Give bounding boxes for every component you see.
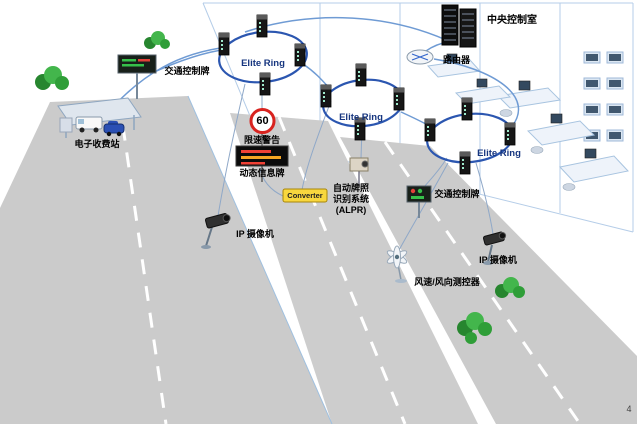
- router-label: 路由器: [443, 55, 471, 65]
- trees: [35, 31, 525, 344]
- converter-box: [282, 188, 328, 203]
- ip-camera-right-label: IP 摄像机: [479, 255, 517, 265]
- wind-sensor-label: 风速/风向测控器: [414, 277, 480, 287]
- speed-warning-label: 限速警告: [243, 135, 280, 145]
- speed-limit-value: 60: [256, 115, 269, 127]
- dynamic-info-label: 动态信息牌: [239, 168, 285, 178]
- lane-dashes-left: [117, 98, 168, 424]
- traffic-sign-top: [117, 54, 157, 99]
- traffic-sign-mid: [406, 185, 432, 218]
- router: [406, 49, 434, 65]
- device-links: [217, 83, 494, 253]
- elite-ring-1-label: Elite Ring: [241, 58, 285, 69]
- toll-station: [57, 97, 142, 138]
- elite-ring-2-label: Elite Ring: [339, 112, 383, 123]
- server-racks: [441, 4, 477, 48]
- toll-van: [75, 116, 103, 133]
- wind-sensor: [386, 245, 408, 283]
- alpr-label: 自动牌照 识别系统 (ALPR): [332, 183, 369, 215]
- operator-desks: [426, 53, 629, 191]
- lane-dashes-middle: [277, 116, 407, 424]
- converter-label: Converter: [287, 191, 323, 200]
- elite-ring-3-label: Elite Ring: [477, 148, 521, 159]
- control-room-label: 中央控制室: [487, 15, 537, 26]
- roadside-cable: [187, 95, 333, 424]
- wall-monitor-grid: [583, 51, 624, 142]
- speed-limit-sign: [249, 108, 276, 147]
- corner-mark: 4: [626, 404, 632, 414]
- toll-car: [103, 121, 125, 137]
- dynamic-info-board: [235, 145, 289, 182]
- traffic-sign-mid-label: 交通控制牌: [434, 189, 480, 199]
- roads: [0, 95, 637, 424]
- ip-camera-left: [201, 213, 231, 249]
- traffic-sign-top-label: 交通控制牌: [164, 66, 210, 76]
- ip-camera-right: [482, 231, 507, 265]
- ip-camera-left-label: IP 摄像机: [236, 229, 274, 239]
- toll-station-label: 电子收费站: [74, 139, 120, 149]
- alpr-camera: [349, 157, 369, 186]
